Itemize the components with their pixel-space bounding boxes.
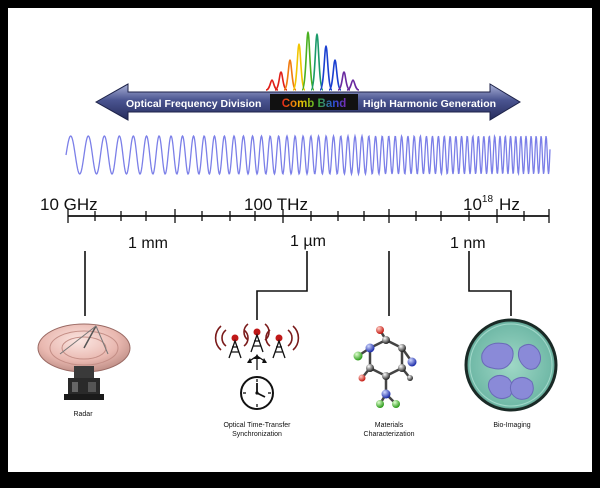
comb-peak xyxy=(283,59,297,91)
comb-peak xyxy=(274,71,288,91)
freq-label-right-unit: Hz xyxy=(499,195,520,214)
freq-label-left: 10 GHz xyxy=(40,195,98,214)
comb-peak xyxy=(292,43,306,91)
chirped-wave xyxy=(65,133,551,177)
comb-band-box xyxy=(270,94,358,110)
comb-peak xyxy=(337,71,351,91)
comb-peak xyxy=(310,33,324,91)
antenna-towers-icon xyxy=(214,323,300,370)
comb-spectrum-peaks xyxy=(265,31,360,91)
banner-center-label: Comb Band xyxy=(282,98,347,110)
freq-label-right: 1018 Hz xyxy=(463,194,520,214)
wavelength-label-um: 1 µm xyxy=(290,233,326,250)
radar-dish-icon xyxy=(37,323,131,400)
comb-peak xyxy=(265,79,279,91)
materials-label-line2: Characterization xyxy=(364,431,415,438)
cell-icon xyxy=(464,318,558,412)
comb-peak xyxy=(328,59,342,91)
radar-label: Radar xyxy=(73,411,93,418)
frequency-axis xyxy=(67,209,550,223)
banner-left-label: Optical Frequency Division xyxy=(126,98,261,110)
wavelength-label-nm: 1 nm xyxy=(450,235,486,252)
molecule-icon xyxy=(353,326,417,408)
time-transfer-label-line1: Optical Time-Transfer xyxy=(223,422,291,429)
clock-icon xyxy=(240,376,274,410)
comb-peak xyxy=(301,31,315,91)
bio-imaging-label: Bio-Imaging xyxy=(493,422,530,429)
wavelength-label-mm: 1 mm xyxy=(128,235,168,252)
freq-label-right-exp: 18 xyxy=(482,194,494,205)
diagram-frame: Optical Frequency Division Comb Band Hig… xyxy=(8,8,592,472)
banner-right-label: High Harmonic Generation xyxy=(363,98,496,110)
connector-lines xyxy=(84,251,512,320)
freq-label-mid: 100 THz xyxy=(244,195,308,214)
time-transfer-label-line2: Synchronization xyxy=(232,431,282,438)
materials-label-line1: Materials xyxy=(375,422,404,429)
comb-peak xyxy=(319,45,333,91)
freq-label-right-base: 10 xyxy=(463,195,482,214)
spectrum-diagram: Optical Frequency Division Comb Band Hig… xyxy=(37,31,558,438)
comb-peak xyxy=(346,79,360,91)
